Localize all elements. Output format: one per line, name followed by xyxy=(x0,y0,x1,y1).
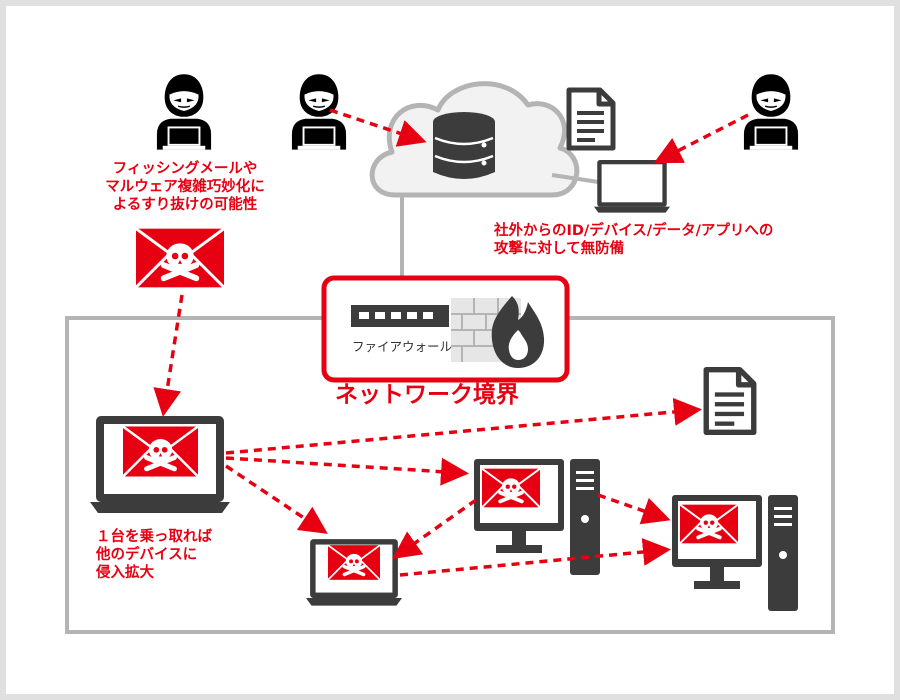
arrow-laptop-to-desktop-2 xyxy=(399,538,671,577)
phishing-label-line-1: フィッシングメールや xyxy=(112,161,258,177)
cloud-to-laptop-line xyxy=(551,173,606,185)
arrow-hacker-to-database xyxy=(329,108,427,147)
spread-label: １台を乗っ取れば 他のデバイスに 侵入拡大 xyxy=(96,528,212,582)
arrow-laptop-to-laptop xyxy=(225,464,328,534)
external-attack-label-line-2: 攻撃に対して無防備 xyxy=(494,241,625,258)
firewall-icon xyxy=(451,296,545,368)
firewall-label: ファイアウォール xyxy=(352,339,453,354)
malware-icon xyxy=(328,545,380,580)
network-boundary-label: ネットワーク境界 xyxy=(335,382,519,408)
attacker-external-icon xyxy=(743,73,799,150)
arrow-desktop-to-laptop xyxy=(392,498,478,560)
malware-icon xyxy=(482,468,540,508)
spread-label-line-1: １台を乗っ取れば xyxy=(96,529,212,545)
arrow-desktop-to-desktop xyxy=(597,493,671,525)
external-attack-label-line-1: 社外からのID/デバイス/データ/アプリへの xyxy=(494,223,774,239)
document-internal-icon xyxy=(706,370,754,433)
arrow-laptop-to-desktop xyxy=(225,456,469,486)
document-cloud-icon xyxy=(569,90,613,148)
phishing-label-line-3: よるすり抜けの可能性 xyxy=(112,197,258,214)
phishing-label-line-2: マルウェア複雑巧妙化に xyxy=(105,179,265,196)
spread-label-line-3: 侵入拡大 xyxy=(96,565,154,582)
phishing-mail-icon xyxy=(136,228,224,288)
attacker-cloud-icon xyxy=(291,73,347,150)
attacker-phishing-icon xyxy=(156,73,212,150)
phishing-label: フィッシングメールや マルウェア複雑巧妙化に よるすり抜けの可能性 xyxy=(72,160,298,214)
arrow-mail-to-laptop xyxy=(153,294,184,417)
malware-icon xyxy=(123,426,198,477)
external-attack-label: 社外からのID/デバイス/データ/アプリへの 攻撃に対して無防備 xyxy=(494,222,773,258)
arrow-hacker-to-external-laptop xyxy=(653,113,749,164)
database-icon xyxy=(433,112,495,179)
spread-label-line-2: 他のデバイスに xyxy=(96,547,198,564)
arrow-laptop-to-document xyxy=(225,397,702,455)
malware-icon xyxy=(680,504,738,544)
network-switch-icon xyxy=(351,305,449,327)
external-laptop-icon xyxy=(594,159,670,213)
